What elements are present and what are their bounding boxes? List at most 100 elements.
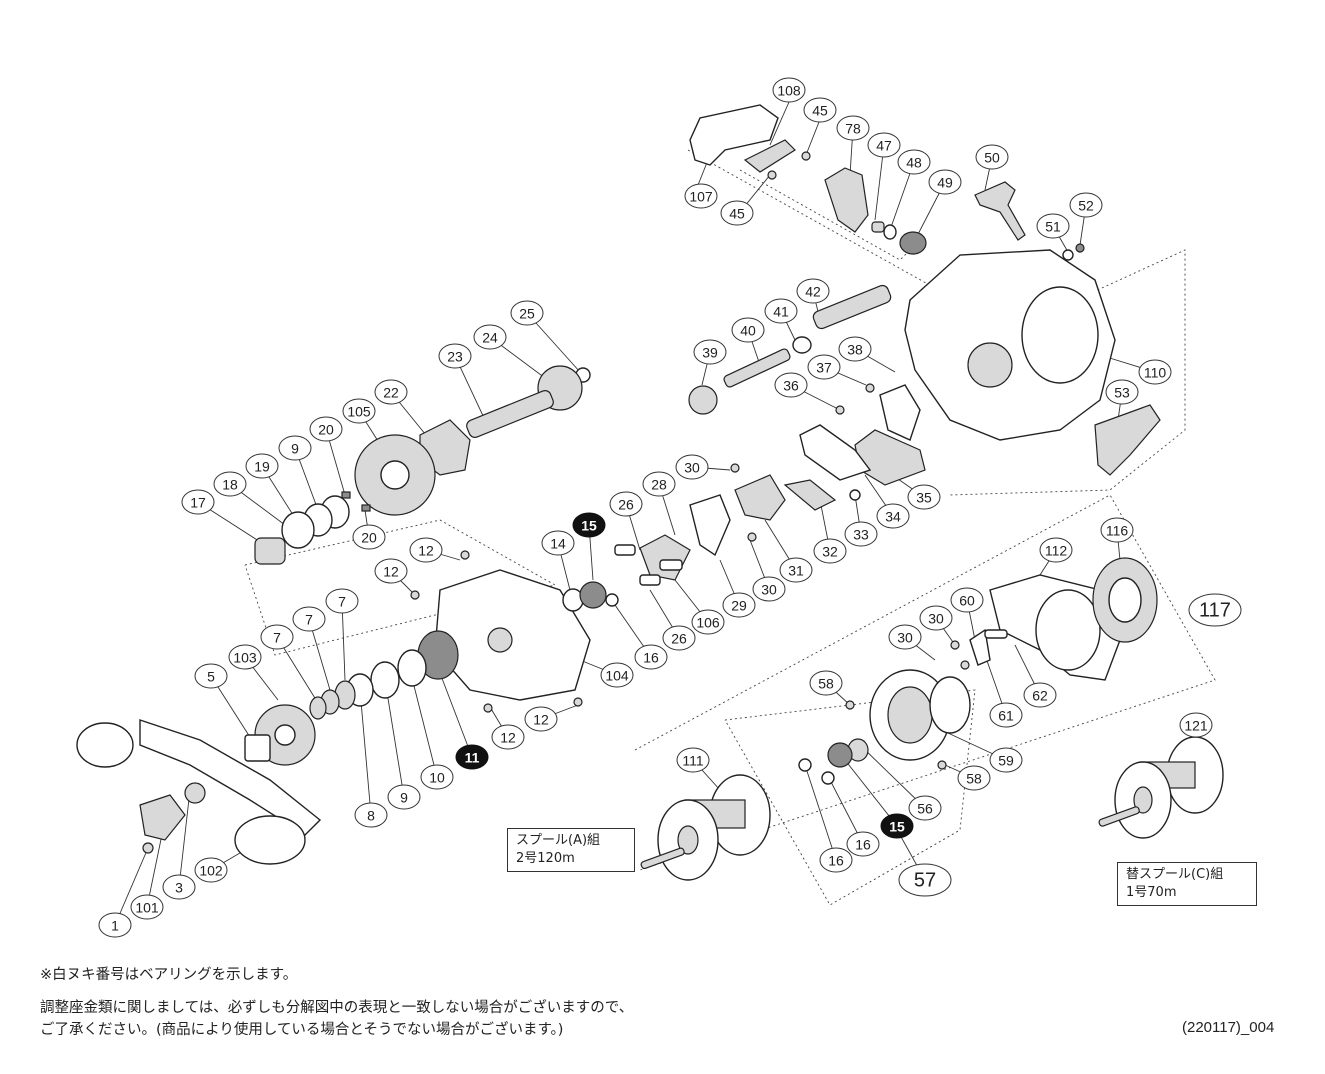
callout-circle	[867, 132, 901, 158]
part-111-spool-shaft	[640, 847, 685, 870]
callout-circle	[455, 744, 489, 770]
part-49-cap	[899, 231, 927, 255]
callout-11: 11	[455, 744, 489, 770]
callout-circle	[352, 524, 386, 550]
callout-31: 31	[779, 557, 813, 583]
part-29-plate	[689, 494, 731, 557]
part-16c-washer	[798, 758, 812, 772]
callout-number: 49	[937, 175, 953, 191]
callout-number: 56	[917, 801, 933, 817]
callout-circle	[838, 336, 872, 362]
callout-number: 14	[550, 536, 566, 552]
part-116-brake-hub	[1108, 577, 1142, 623]
callout-number: 30	[684, 460, 700, 476]
callout-number: 23	[447, 349, 463, 365]
callout-25: 25	[510, 300, 544, 326]
part-53-side-plate	[1094, 404, 1161, 476]
callout-circle	[342, 398, 376, 424]
callout-61: 61	[989, 702, 1023, 728]
callout-number: 78	[845, 121, 861, 137]
callout-59: 59	[989, 747, 1023, 773]
callout-number: 58	[818, 676, 834, 692]
callout-number: 48	[906, 155, 922, 171]
callout-17: 17	[181, 489, 215, 515]
callout-circle	[908, 795, 942, 821]
callout-number: 28	[651, 477, 667, 493]
part-handle-knob-left	[76, 722, 134, 768]
callout-number: 31	[788, 563, 804, 579]
callout-112: 112	[1039, 537, 1073, 563]
callout-105: 105	[342, 398, 376, 424]
callout-1: 1	[98, 912, 132, 938]
callout-9: 9	[278, 435, 312, 461]
callout-number: 12	[383, 564, 399, 580]
parts	[76, 104, 1224, 881]
document-id: (220117)_004	[1182, 1019, 1275, 1036]
callout-102: 102	[194, 857, 228, 883]
callout-circle	[642, 471, 676, 497]
callout-circle	[292, 606, 326, 632]
callout-circle	[1023, 682, 1057, 708]
callout-58: 58	[809, 670, 843, 696]
callout-number: 15	[889, 819, 905, 835]
part-104-side-plate	[434, 569, 591, 701]
callout-number: 22	[383, 385, 399, 401]
callout-30: 30	[919, 605, 953, 631]
callout-number: 20	[318, 422, 334, 438]
callout-circle	[374, 558, 408, 584]
callout-9: 9	[387, 784, 421, 810]
part-41-washer	[792, 336, 812, 354]
spool-c-label-line2: 1号70m	[1126, 885, 1177, 900]
callout-number: 32	[822, 544, 838, 560]
part-58-screw	[845, 700, 855, 710]
callout-circle	[989, 702, 1023, 728]
callout-110: 110	[1138, 359, 1172, 385]
callout-57: 57	[898, 863, 952, 897]
part-26-spring	[614, 544, 636, 556]
spool-a-label-line1: スプール(A)組	[516, 833, 601, 848]
part-30c-screw	[950, 640, 960, 650]
part-18-washer	[281, 511, 315, 549]
part-10-washer	[397, 649, 427, 687]
part-31-clutch-cam	[734, 474, 786, 521]
callout-number: 101	[135, 900, 159, 916]
callout-circle	[813, 538, 847, 564]
callout-circle	[541, 530, 575, 556]
callout-circle	[524, 706, 558, 732]
part-121-spool-shaft	[1098, 806, 1140, 827]
callout-36: 36	[774, 372, 808, 398]
callout-circle	[764, 298, 798, 324]
callout-number: 34	[885, 509, 901, 525]
callout-circle	[880, 813, 914, 839]
callout-circle	[245, 453, 279, 479]
callout-number: 117	[1199, 600, 1231, 622]
callout-circle	[374, 379, 408, 405]
callout-number: 15	[581, 518, 597, 534]
callout-45: 45	[720, 200, 754, 226]
callout-circle	[213, 471, 247, 497]
callout-30: 30	[675, 454, 709, 480]
group-outlines	[244, 149, 1216, 906]
callout-117: 117	[1188, 593, 1242, 627]
callout-116: 116	[1100, 517, 1134, 543]
callout-108: 108	[772, 77, 806, 103]
callout-circle	[809, 670, 843, 696]
part-103-star-drag-hub	[274, 724, 296, 746]
callout-circle	[957, 765, 991, 791]
callout-number: 45	[729, 206, 745, 222]
callout-number: 33	[853, 527, 869, 543]
callout-number: 30	[761, 582, 777, 598]
callout-29: 29	[722, 592, 756, 618]
callout-circle	[876, 503, 910, 529]
part-brake-disc	[929, 676, 971, 734]
part-35-bracket	[854, 429, 926, 486]
part-45b-screw	[767, 170, 777, 180]
callout-12: 12	[374, 558, 408, 584]
part-30b-screw	[747, 532, 757, 542]
spool-a-label-box: スプール(A)組 2号120m	[507, 828, 635, 872]
callout-number: 8	[367, 808, 375, 824]
part-1-screw	[142, 842, 154, 854]
part-12b-screw	[410, 590, 420, 600]
callout-circle	[691, 609, 725, 635]
callout-circle	[1179, 712, 1213, 738]
